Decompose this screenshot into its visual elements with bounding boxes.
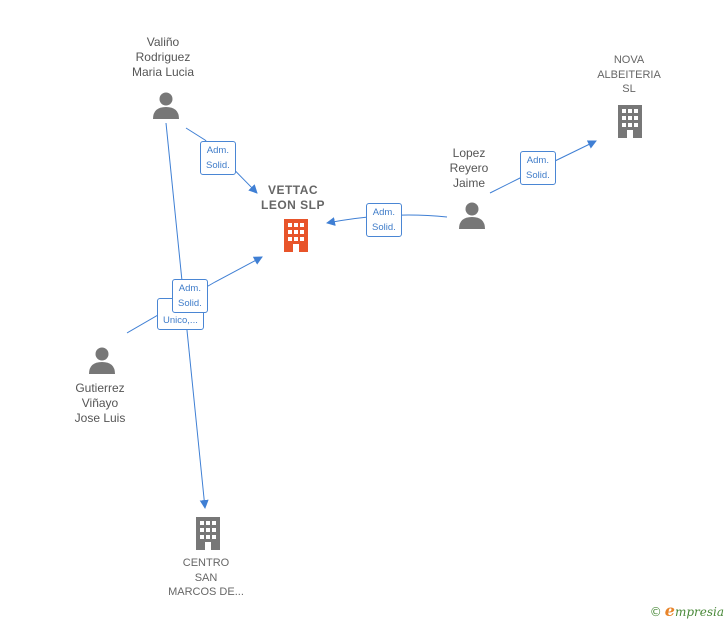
node-label-gutierrez: Gutierrez Viñayo Jose Luis bbox=[74, 381, 126, 425]
building-icon[interactable] bbox=[614, 104, 646, 138]
node-label-vettac: VETTAC LEON SLP bbox=[260, 183, 325, 212]
empresia-brand: mpresia bbox=[674, 605, 724, 619]
edge-tag-gutierrez-vettac[interactable]: Adm. Solid. bbox=[172, 279, 208, 313]
person-icon[interactable] bbox=[87, 345, 117, 375]
edge-tag-lopez-nova[interactable]: Adm. Solid. bbox=[520, 151, 556, 185]
node-label-lopez: Lopez Reyero Jaime bbox=[449, 146, 489, 190]
copyright-icon: © bbox=[649, 605, 662, 619]
person-icon[interactable] bbox=[457, 200, 487, 230]
node-label-valino: Valiño Rodriguez Maria Lucia bbox=[131, 35, 195, 79]
building-icon[interactable] bbox=[280, 218, 312, 252]
person-icon[interactable] bbox=[151, 90, 181, 120]
building-icon[interactable] bbox=[192, 516, 224, 550]
node-label-centro: CENTRO SAN MARCOS DE... bbox=[168, 557, 244, 598]
empresia-logo-e: e bbox=[664, 601, 675, 620]
empresia-watermark: ©empresia bbox=[650, 601, 724, 620]
edge-gutierrez-vettac bbox=[126, 256, 263, 334]
edge-tag-lopez-vettac[interactable]: Adm. Solid. bbox=[366, 203, 402, 237]
node-label-nova: NOVA ALBEITERIA SL bbox=[597, 54, 661, 95]
edge-tag-valino-vettac[interactable]: Adm. Solid. bbox=[200, 141, 236, 175]
edge-valino-vettac bbox=[185, 127, 258, 194]
